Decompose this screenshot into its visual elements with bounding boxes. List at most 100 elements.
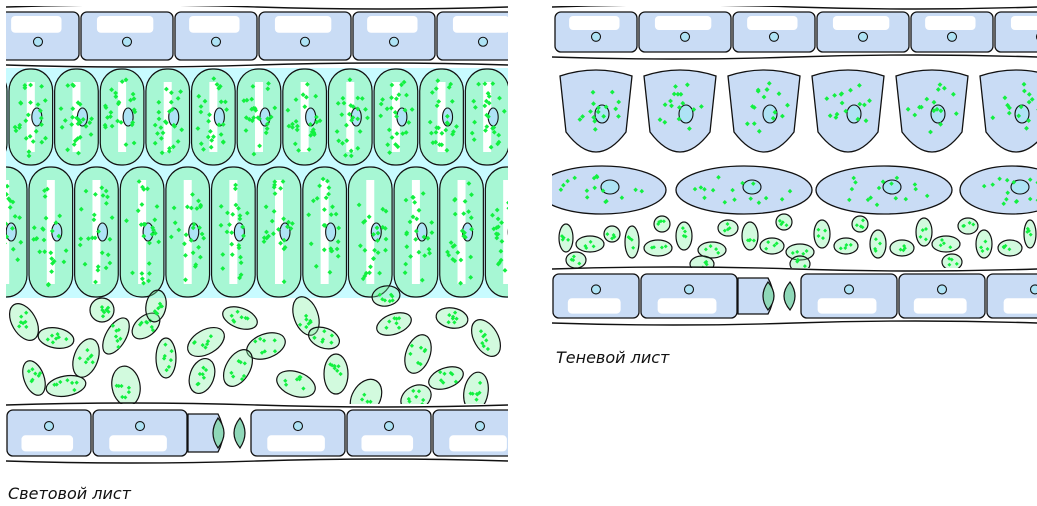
spongy-cell xyxy=(834,238,858,254)
cell-wall xyxy=(185,355,220,397)
spongy-cell xyxy=(776,214,792,230)
sun-leaf-caption: Световой лист xyxy=(8,484,131,503)
shade-spongy-mesophyll xyxy=(559,214,1036,272)
nucleus xyxy=(743,180,761,194)
palisade-cell xyxy=(283,69,327,165)
spongy-cell xyxy=(37,325,76,351)
cell-wall xyxy=(760,238,784,254)
palisade-cell xyxy=(644,70,716,152)
nucleus xyxy=(45,422,54,431)
epidermis-cell xyxy=(911,12,993,52)
vacuole xyxy=(568,298,621,313)
cell-wall xyxy=(625,226,639,258)
cell-wall xyxy=(742,222,758,250)
nucleus xyxy=(592,285,601,294)
cell-wall xyxy=(852,216,868,232)
palisade-cell xyxy=(100,69,144,165)
cell-wall xyxy=(183,322,230,363)
nucleus xyxy=(385,422,394,431)
spongy-mesophyll xyxy=(6,284,506,423)
epidermis-cell xyxy=(81,12,173,60)
epidermis-layer xyxy=(6,6,508,67)
sun-leaf-section xyxy=(6,6,508,468)
spongy-cell xyxy=(932,236,960,252)
epidermis-cell xyxy=(555,12,637,52)
nucleus xyxy=(123,37,132,46)
spongy-cell xyxy=(604,226,620,242)
epidermis-cell xyxy=(899,274,985,318)
epidermis-cell xyxy=(639,12,731,52)
vacuole xyxy=(275,16,331,33)
nucleus xyxy=(34,37,43,46)
spongy-cell xyxy=(942,254,962,270)
epidermis-layer xyxy=(552,267,1037,325)
oval-cell xyxy=(676,166,812,214)
vacuole xyxy=(818,298,877,313)
spongy-cell xyxy=(870,230,886,258)
oval-cell xyxy=(816,166,952,214)
nucleus xyxy=(390,37,399,46)
shade-leaf-caption: Теневой лист xyxy=(556,348,669,367)
spongy-cell xyxy=(576,236,604,252)
nucleus xyxy=(479,37,488,46)
spongy-cell xyxy=(220,302,261,333)
nucleus xyxy=(417,223,427,241)
epidermis-cell xyxy=(353,12,435,60)
palisade-cell xyxy=(257,167,301,297)
spongy-cell xyxy=(676,222,692,250)
nucleus xyxy=(301,37,310,46)
cell-wall xyxy=(890,240,914,256)
epidermis-cell xyxy=(817,12,909,52)
vacuole xyxy=(655,16,711,30)
cell-wall xyxy=(466,315,507,362)
oval-cell xyxy=(552,166,666,214)
nucleus xyxy=(931,105,945,123)
palisade-cell xyxy=(896,70,968,152)
spongy-cell xyxy=(156,338,176,378)
palisade-cell xyxy=(146,69,190,165)
vacuole xyxy=(189,16,239,33)
epidermis-cell xyxy=(175,12,257,60)
cell-wall xyxy=(644,240,672,256)
nucleus xyxy=(948,32,957,41)
palisade-cell xyxy=(212,167,256,297)
spongy-cell xyxy=(466,315,507,362)
vacuole xyxy=(1004,298,1037,313)
spongy-cell xyxy=(374,308,415,339)
spongy-cell xyxy=(852,216,868,232)
vacuole xyxy=(267,435,325,451)
vacuole xyxy=(97,16,153,33)
cell-wall xyxy=(916,218,932,246)
nucleus xyxy=(592,32,601,41)
epidermis-cell xyxy=(641,274,737,318)
spongy-cell xyxy=(718,220,738,236)
palisade-cell xyxy=(9,69,53,165)
vacuole xyxy=(833,16,889,30)
spongy-cell xyxy=(435,305,470,330)
palisade-layer xyxy=(6,68,508,166)
epidermis-cell xyxy=(6,12,79,60)
spongy-cell xyxy=(18,358,49,399)
spongy-cell xyxy=(185,355,220,397)
nucleus xyxy=(685,285,694,294)
cell-wall xyxy=(576,236,604,252)
epidermis-cell xyxy=(437,12,508,60)
spongy-cell xyxy=(916,218,932,246)
spongy-cell xyxy=(566,252,586,268)
cell-wall xyxy=(976,230,992,258)
cell-wall xyxy=(814,220,830,248)
vacuole xyxy=(1011,16,1037,30)
oval-cell xyxy=(960,166,1037,214)
cell-wall xyxy=(566,252,586,268)
shade-palisade-layer xyxy=(560,70,1037,152)
nucleus xyxy=(770,32,779,41)
palisade-cell xyxy=(348,167,392,297)
palisade-cell xyxy=(420,69,464,165)
epidermis-cell xyxy=(7,410,91,456)
nucleus xyxy=(136,422,145,431)
spongy-cell xyxy=(183,322,230,363)
cell-wall xyxy=(324,354,348,394)
palisade-cell xyxy=(560,70,632,152)
epidermis-cell xyxy=(553,274,639,318)
palisade-cell xyxy=(485,167,508,297)
